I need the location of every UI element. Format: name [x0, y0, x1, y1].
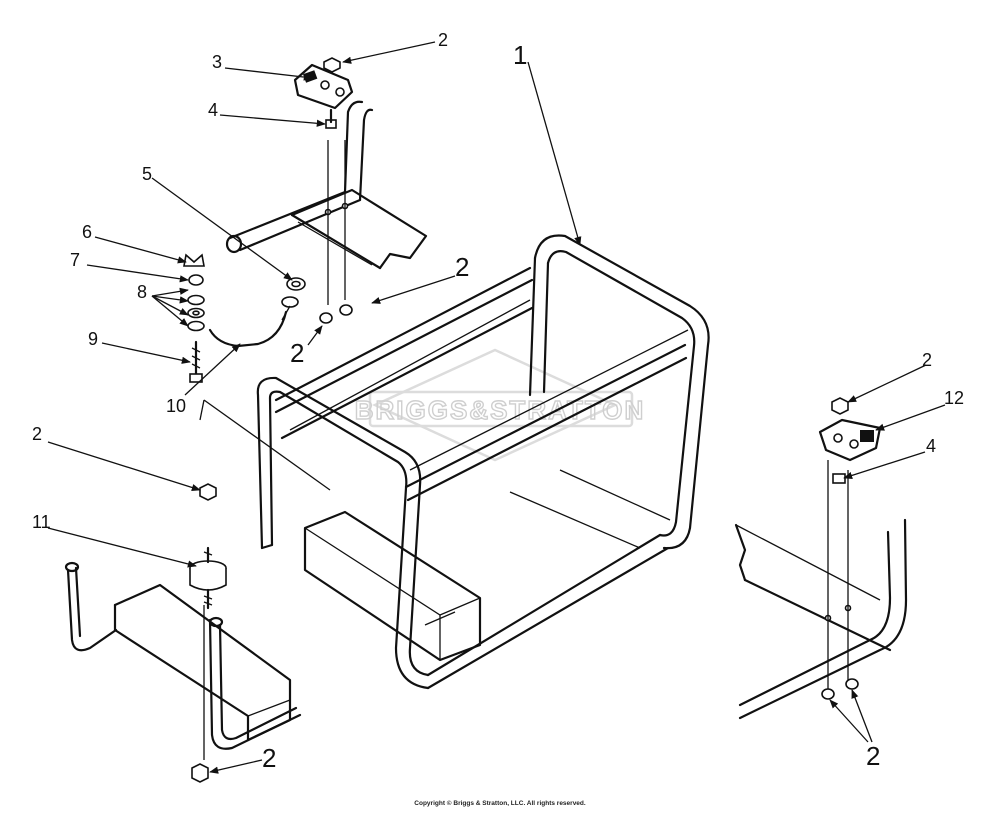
copyright-notice: Copyright © Briggs & Stratton, LLC. All … [414, 800, 586, 807]
nut-mid-left [319, 312, 333, 324]
brand-watermark: BRIGGS&STRATTON [354, 348, 645, 462]
callout-2-right-bottom: 2 [866, 741, 880, 771]
callout-1: 1 [513, 40, 527, 70]
callout-12: 12 [944, 388, 964, 408]
nut-top [323, 57, 341, 73]
callout-2-left: 2 [32, 424, 42, 444]
frame-assembly [256, 234, 710, 690]
callout-8: 8 [137, 282, 147, 302]
callout-2-bottom: 2 [262, 743, 276, 773]
nut-right-bottom-a [821, 688, 835, 700]
callouts: 1 2 3 4 5 6 7 8 9 10 2 2 2 11 2 2 12 4 2 [32, 30, 964, 773]
bolt-right [832, 473, 846, 484]
callout-4-top: 4 [208, 100, 218, 120]
nut-bottom [191, 763, 209, 783]
washer-8a [187, 294, 205, 306]
bottom-left-inset [64, 546, 302, 783]
callout-5: 5 [142, 164, 152, 184]
callout-2-mid-right: 2 [455, 252, 469, 282]
callout-11: 11 [32, 512, 51, 532]
callout-2-mid-left: 2 [290, 338, 304, 368]
bolt-9 [189, 373, 203, 383]
nut-7 [188, 274, 204, 286]
right-inset [734, 397, 908, 720]
callout-2-right-top: 2 [922, 350, 932, 370]
top-inset-tube [225, 100, 428, 305]
washer-8c [187, 320, 205, 332]
ground-hardware-stack [183, 253, 205, 383]
callout-6: 6 [82, 222, 92, 242]
leader-lines [47, 41, 946, 774]
bracket-top [293, 63, 354, 110]
nut-right-bottom-b [845, 678, 859, 690]
nut-mid-right [339, 304, 353, 316]
callout-4-right: 4 [926, 436, 936, 456]
hardware-top [286, 57, 353, 324]
callout-7: 7 [70, 250, 80, 270]
callout-9: 9 [88, 329, 98, 349]
callout-10: 10 [166, 396, 186, 416]
nut-right-top [831, 397, 849, 415]
wing-nut [183, 253, 205, 267]
svg-text:BRIGGS&STRATTON: BRIGGS&STRATTON [355, 395, 645, 425]
ground-wire [199, 296, 331, 491]
nut-left [199, 483, 217, 501]
callout-2-top: 2 [438, 30, 448, 50]
callout-3: 3 [212, 52, 222, 72]
